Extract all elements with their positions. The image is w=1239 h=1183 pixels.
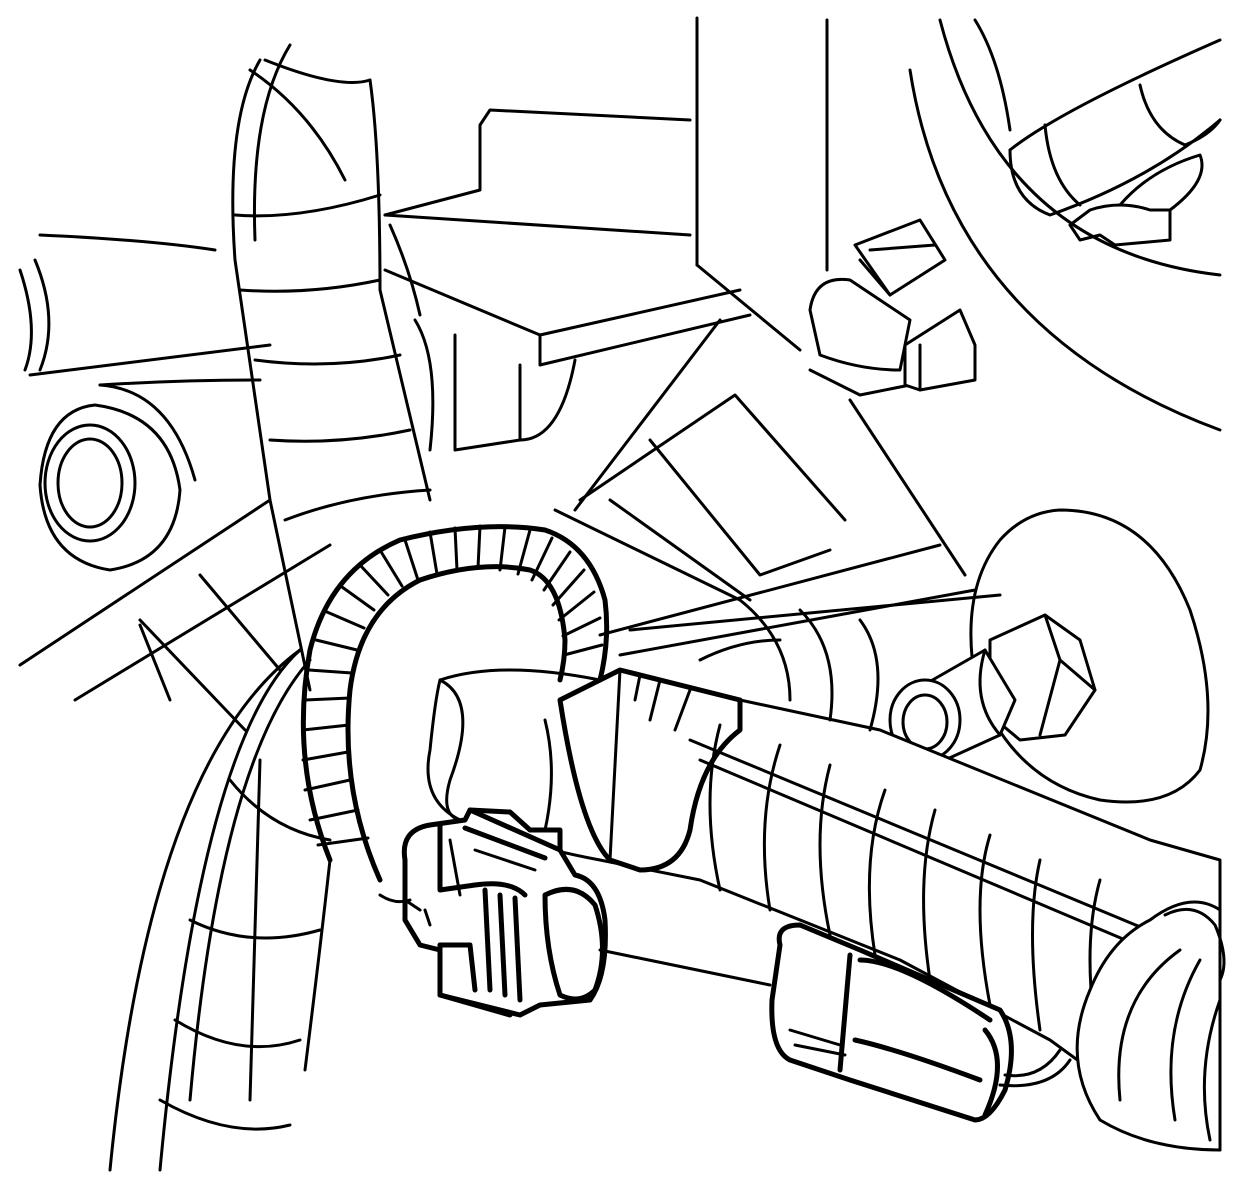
small-sensor-block <box>808 218 977 397</box>
electrical-connector <box>378 807 772 1018</box>
harness-branch-loop <box>300 524 610 883</box>
upper-right-hose <box>1008 38 1222 247</box>
inline-connector <box>769 922 1072 1123</box>
lower-left-harness <box>108 648 332 1172</box>
wiring-harness <box>426 593 1226 1152</box>
large-housing-arc <box>908 18 1222 432</box>
vertical-harness <box>231 43 432 692</box>
stud-and-nut <box>888 613 1097 762</box>
engine-bracket <box>18 16 977 732</box>
round-boss <box>38 383 197 572</box>
